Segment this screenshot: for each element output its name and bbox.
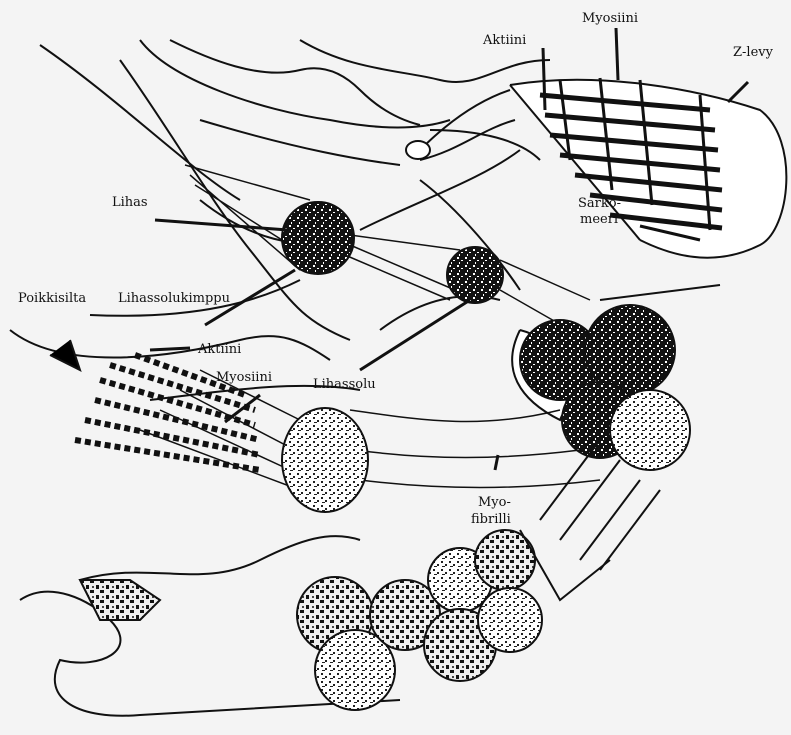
- label-lihassolu: Lihassolu: [313, 377, 376, 392]
- label-aktiini-top: Aktiini: [483, 33, 526, 48]
- label-myofibrilli-1: Myo-: [478, 495, 511, 510]
- filaments: [50, 340, 260, 470]
- sarcomere: [406, 78, 786, 258]
- label-lihassolukimppu: Lihassolukimppu: [118, 291, 230, 306]
- label-sarkomeeri-1: Sarko-: [578, 196, 621, 211]
- label-lihas: Lihas: [112, 195, 148, 210]
- muscle-outline: [10, 40, 550, 400]
- label-poikkisilta: Poikkisilta: [18, 291, 86, 306]
- label-aktiini-left: Aktiini: [198, 342, 241, 357]
- label-myosiini-top: Myosiini: [582, 11, 638, 26]
- label-z-levy: Z-levy: [733, 45, 773, 60]
- muscle-cross-section: [185, 165, 590, 330]
- fascicle-bundle: [512, 285, 720, 470]
- label-sarkomeeri-2: meeri: [580, 212, 618, 227]
- label-myosiini-left: Myosiini: [216, 370, 272, 385]
- label-myofibrilli-2: fibrilli: [471, 512, 511, 527]
